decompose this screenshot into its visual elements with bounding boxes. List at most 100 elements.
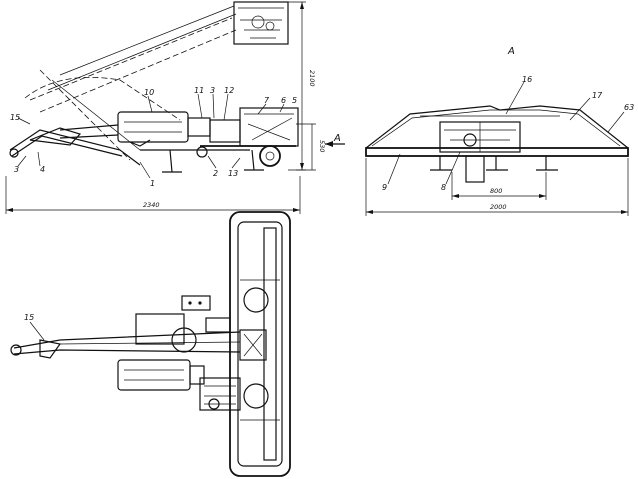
head-inner bbox=[237, 221, 283, 467]
front-support bbox=[465, 155, 485, 183]
leader-13 bbox=[231, 157, 241, 169]
dim-2100-ext bbox=[288, 1, 306, 171]
hitch-plate bbox=[39, 339, 62, 359]
dim-2340-ext bbox=[5, 176, 301, 214]
top-drive bbox=[199, 377, 241, 411]
front-view: A 16 17 63 9 8 800 2000 bbox=[365, 46, 634, 216]
label-16: 16 bbox=[522, 75, 532, 84]
label-12: 12 bbox=[224, 86, 234, 95]
hitch-block bbox=[29, 127, 82, 146]
head-gearbox bbox=[239, 329, 267, 361]
label-top-15: 15 bbox=[24, 313, 34, 322]
drive-wheel bbox=[259, 145, 281, 167]
hitch-eye bbox=[9, 148, 19, 158]
leader-11 bbox=[197, 93, 203, 119]
boom-diagonal-2 bbox=[51, 79, 141, 151]
label-2: 2 bbox=[213, 169, 218, 178]
front-foot-2 bbox=[486, 156, 508, 171]
shield-outline bbox=[365, 105, 629, 149]
label-17: 17 bbox=[592, 91, 603, 100]
leader-16 bbox=[505, 81, 525, 115]
top-drive-gear bbox=[208, 398, 220, 410]
leader-4 bbox=[37, 151, 41, 167]
leader-17 bbox=[569, 97, 591, 121]
leader-1 bbox=[139, 161, 151, 179]
label-5: 5 bbox=[292, 96, 297, 105]
drawbar-bottom bbox=[13, 349, 241, 355]
label-63: 63 bbox=[624, 103, 634, 112]
top-view: 15 bbox=[10, 211, 291, 477]
dim-530: 530 bbox=[318, 140, 326, 152]
top-bracket bbox=[205, 317, 231, 333]
shield-inner bbox=[371, 109, 621, 147]
label-3a: 3 bbox=[210, 86, 215, 95]
drawbar bbox=[9, 129, 141, 166]
dim-530-ext bbox=[296, 123, 316, 171]
label-1: 1 bbox=[150, 179, 155, 188]
label-8: 8 bbox=[441, 183, 446, 192]
frame-block bbox=[209, 119, 241, 143]
label-9: 9 bbox=[382, 183, 387, 192]
head-gearbox-x bbox=[243, 333, 263, 357]
leader-10 bbox=[147, 95, 153, 113]
label-11: 11 bbox=[194, 86, 204, 95]
top-cylinder-end bbox=[189, 365, 205, 385]
cylinder-body bbox=[117, 111, 189, 143]
support-right bbox=[244, 149, 264, 171]
raised-head-detail bbox=[238, 7, 284, 39]
cylinder-end bbox=[187, 117, 211, 137]
clamp bbox=[129, 139, 151, 147]
front-beam bbox=[365, 147, 629, 157]
view-arrow-head bbox=[325, 141, 333, 147]
head-wheel-top bbox=[243, 287, 269, 313]
raised-head bbox=[233, 1, 289, 45]
label-6: 6 bbox=[281, 96, 286, 105]
label-3b: 3 bbox=[14, 165, 19, 174]
label-10: 10 bbox=[144, 88, 154, 97]
leader-12 bbox=[223, 93, 229, 121]
dim-2000: 2000 bbox=[490, 203, 507, 211]
leader-7 bbox=[257, 103, 267, 115]
leader-9 bbox=[387, 153, 401, 185]
view-arrow-label: A bbox=[333, 133, 341, 144]
front-gear bbox=[463, 133, 477, 147]
leader-63 bbox=[607, 111, 625, 133]
raised-boom-upper bbox=[29, 17, 233, 101]
side-view: 15 10 11 3 12 7 6 5 3 4 1 2 13 2340 2100 bbox=[5, 1, 345, 214]
frame-round bbox=[171, 327, 197, 353]
small-wheel bbox=[196, 146, 208, 158]
leader-6 bbox=[279, 103, 285, 113]
dim-2340: 2340 bbox=[143, 201, 160, 209]
head-outer bbox=[229, 211, 291, 477]
front-foot-1 bbox=[430, 156, 452, 171]
frame-box bbox=[135, 313, 185, 345]
top-block-dot-2 bbox=[198, 301, 202, 305]
label-13: 13 bbox=[228, 169, 238, 178]
drawbar-lower bbox=[11, 135, 123, 157]
dim-2000-ext bbox=[365, 158, 629, 216]
cylinder-lines bbox=[124, 121, 182, 133]
raised-boom-mid bbox=[47, 13, 237, 91]
dim-800: 800 bbox=[490, 187, 502, 195]
leader-2 bbox=[207, 155, 217, 169]
drive-housing-detail bbox=[244, 113, 294, 141]
label-7: 7 bbox=[264, 96, 270, 105]
leader-3a bbox=[212, 93, 215, 119]
leader-top-15 bbox=[29, 321, 45, 341]
boom-diagonal bbox=[39, 69, 131, 161]
drawbar-top bbox=[13, 331, 241, 349]
label-15: 15 bbox=[10, 113, 20, 122]
raised-head-wheel bbox=[251, 15, 265, 29]
top-block-dot-1 bbox=[188, 301, 192, 305]
drive-wheel-hub bbox=[265, 151, 275, 161]
front-mechanism-detail bbox=[444, 122, 516, 152]
drawbar-center bbox=[59, 341, 241, 345]
top-block bbox=[181, 295, 211, 311]
raised-boom-top bbox=[59, 5, 235, 76]
head-rail bbox=[263, 227, 277, 461]
hitch-ring bbox=[10, 344, 22, 356]
top-cylinder-lines bbox=[124, 369, 184, 381]
leader-3b bbox=[17, 155, 27, 167]
top-drive-detail bbox=[204, 385, 236, 405]
